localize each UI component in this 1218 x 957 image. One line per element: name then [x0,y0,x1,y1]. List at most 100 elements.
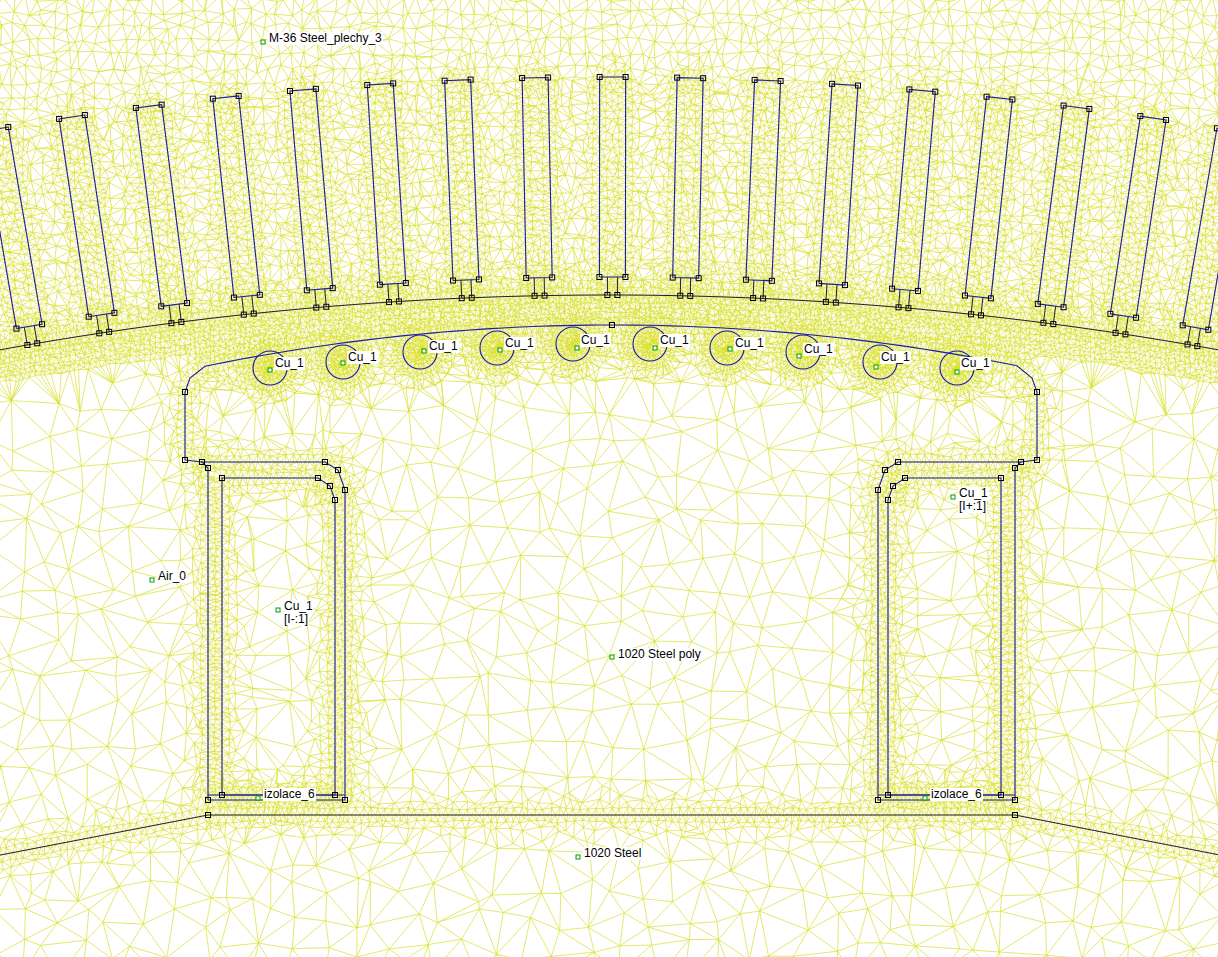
node-point [206,798,211,803]
node-point [743,277,748,282]
node-point [769,278,774,283]
region-lines [0,77,1218,800]
node-point [1206,327,1211,332]
node-point [1138,114,1143,119]
node-point [6,125,11,130]
node-point [524,275,529,280]
node-point [97,331,102,336]
block-marker [610,655,614,659]
region-line [222,478,335,795]
material-label: Cu_1 [659,334,690,347]
region-line [367,83,406,284]
node-point [701,76,706,81]
node-point [610,323,615,328]
node-point [597,74,602,79]
node-point [450,278,455,283]
damper-bars [253,327,974,385]
node-point [1164,117,1169,122]
node-point [823,299,828,304]
region-line [213,96,260,298]
node-point [183,390,188,395]
node-point [257,292,262,297]
node-point [623,75,628,80]
node-point [876,488,881,493]
material-label: Cu_1 [958,487,989,500]
block-marker [256,796,260,800]
node-point [675,75,680,80]
node-point [916,288,921,293]
node-point [751,296,756,301]
node-point [1185,342,1190,347]
node-point [251,311,256,316]
node-point [112,310,117,315]
node-point [1013,466,1018,471]
node-point [546,75,551,80]
node-point [1113,330,1118,335]
node-point [323,460,328,465]
node-point [696,276,701,281]
node-point [169,321,174,326]
node-point [220,793,225,798]
material-label: [I+:1] [958,500,987,513]
boundary-lines [0,277,1218,857]
node-point [999,793,1004,798]
material-label: Cu_1 [283,600,314,613]
node-point [883,468,888,473]
node-point [159,102,164,107]
block-marker [576,855,580,859]
node-point [896,460,901,465]
node-point [1010,97,1015,102]
block-marker [150,578,154,582]
block-marker [955,370,959,374]
material-label: Cu_1 [504,337,535,350]
node-point [520,76,525,81]
node-point [963,293,968,298]
node-point [159,304,164,309]
region-line [1183,128,1218,329]
node-point [324,304,329,309]
block-marker [261,40,265,44]
node-point [1061,103,1066,108]
node-point [886,498,891,503]
region-line [290,89,333,290]
node-point [969,312,974,317]
node-point [532,293,537,298]
node-point [1051,322,1056,327]
node-point [333,498,338,503]
node-point [206,798,211,803]
node-point [1214,126,1218,131]
node-point [752,77,757,82]
block-marker [951,495,955,499]
node-point [896,305,901,310]
node-point [333,793,338,798]
material-label: Air_0 [157,570,187,583]
node-point [25,342,30,347]
node-point [365,83,370,88]
node-point [778,79,783,84]
material-label: Cu_1 [274,357,305,370]
node-point [1013,798,1018,803]
region-line [59,115,114,317]
node-point [761,296,766,301]
node-point [830,81,835,86]
node-point [615,293,620,298]
node-point [316,476,321,481]
block-marker [728,347,732,351]
node-point [984,94,989,99]
node-point [855,83,860,88]
material-label: Cu_1 [580,334,611,347]
node-point [1134,315,1139,320]
node-point [220,476,225,481]
node-point [206,466,211,471]
material-label: izolace_6 [930,788,983,801]
node-point [343,798,348,803]
node-point [978,313,983,318]
node-point [468,77,473,82]
block-marker [422,349,426,353]
material-label: 1020 Steel poly [617,648,702,661]
block-marker [797,354,801,358]
node-point [1019,460,1024,465]
node-point [999,476,1004,481]
